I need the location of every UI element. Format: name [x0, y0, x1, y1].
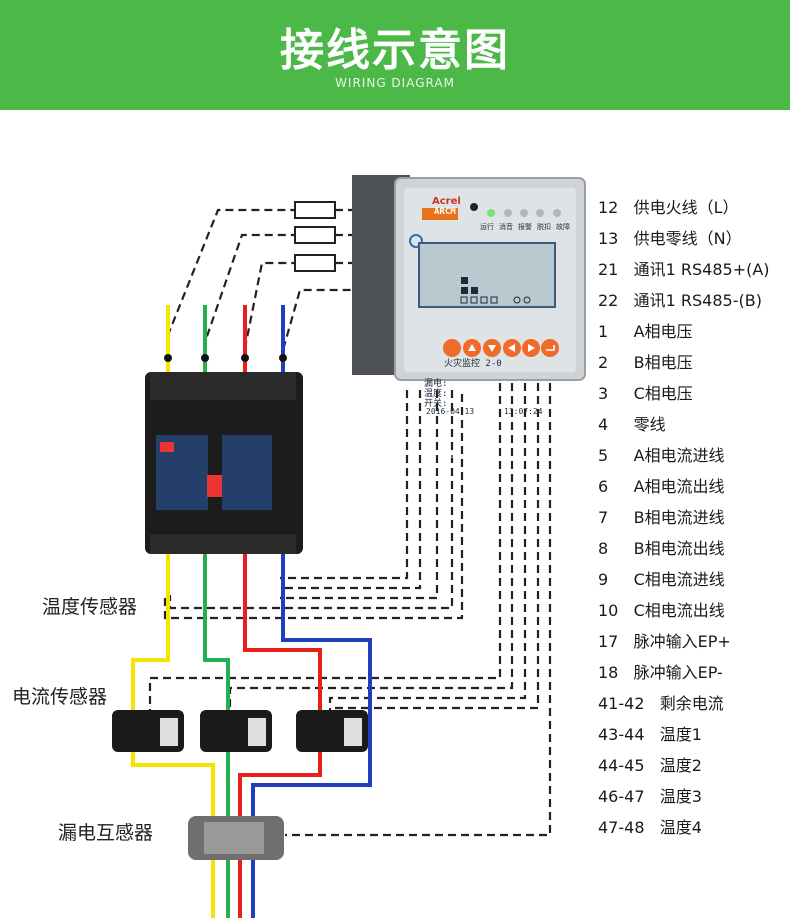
phase-wires-top [166, 305, 285, 372]
terminal-label: 43-44 温度1 [598, 725, 702, 744]
current-transformers [112, 710, 368, 752]
indicator-alarm: 报警 [518, 223, 532, 231]
page-title: 接线示意图 [280, 25, 510, 76]
terminal-label: 17 脉冲输入EP+ [598, 632, 731, 651]
terminal-label: 4 零线 [598, 415, 666, 434]
terminal-label: 41-42 剩余电流 [598, 694, 724, 713]
current-sensor-label: 电流传感器 [12, 686, 108, 708]
lcd-time: 13:07:24 [504, 407, 543, 416]
lcd-date: 2016-04-13 [426, 407, 475, 416]
wiring-diagram: ARCM Acrel 运行 消音 报警 脱扣 故障 火灾监控 2-0 漏电: 温… [0, 110, 790, 918]
meter-brand: Acrel [432, 196, 461, 207]
header-banner: 接线示意图 WIRING DIAGRAM [0, 0, 790, 110]
terminal-label: 5 A相电流进线 [598, 446, 725, 465]
indicator-mute: 消音 [499, 223, 513, 231]
terminal-label: 22 通讯1 RS485-(B) [598, 291, 762, 310]
indicator-run: 运行 [480, 223, 494, 231]
terminal-label: 2 B相电压 [598, 353, 693, 372]
terminal-label: 9 C相电流进线 [598, 570, 725, 589]
terminal-label: 13 供电零线（N） [598, 229, 742, 248]
lcd-row-leak: 漏电: [424, 379, 448, 389]
meter-button-glyphs [468, 344, 555, 352]
indicator-labels: 运行 消音 报警 脱扣 故障 [480, 222, 570, 232]
terminal-label: 8 B相电流出线 [598, 539, 725, 558]
fuse-boxes [294, 201, 336, 272]
leakage-transformer [188, 816, 284, 860]
terminal-label: 6 A相电流出线 [598, 477, 725, 496]
indicator-fault: 故障 [556, 223, 570, 231]
terminal-label: 12 供电火线（L） [598, 198, 739, 217]
terminal-label: 46-47 温度3 [598, 787, 702, 806]
terminal-label: 21 通讯1 RS485+(A) [598, 260, 770, 279]
terminal-label: 44-45 温度2 [598, 756, 702, 775]
temp-sensor-label: 温度传感器 [42, 596, 138, 618]
indicator-trip: 脱扣 [537, 223, 551, 231]
terminal-label: 47-48 温度4 [598, 818, 702, 837]
wire-dots [164, 354, 287, 362]
ct-labels [160, 718, 362, 746]
meter-device [352, 175, 586, 381]
circuit-breaker [145, 372, 303, 554]
meter-model: ARCM [434, 207, 456, 217]
terminal-label: 3 C相电压 [598, 384, 693, 403]
leakage-sensor-label: 漏电互感器 [58, 822, 154, 844]
menu-button-label: MENU [443, 454, 461, 460]
wiring-svg [112, 175, 586, 918]
lcd-title: 火灾监控 2-0 [444, 359, 502, 369]
lcd-row-switch: 开关: [424, 399, 448, 409]
terminal-label: 18 脉冲输入EP- [598, 663, 723, 682]
page-subtitle: WIRING DIAGRAM [335, 76, 455, 90]
terminal-label: 7 B相电流进线 [598, 508, 725, 527]
terminal-label: 1 A相电压 [598, 322, 693, 341]
terminal-label: 10 C相电流出线 [598, 601, 725, 620]
lcd-row-temp: 温度: [424, 389, 448, 399]
